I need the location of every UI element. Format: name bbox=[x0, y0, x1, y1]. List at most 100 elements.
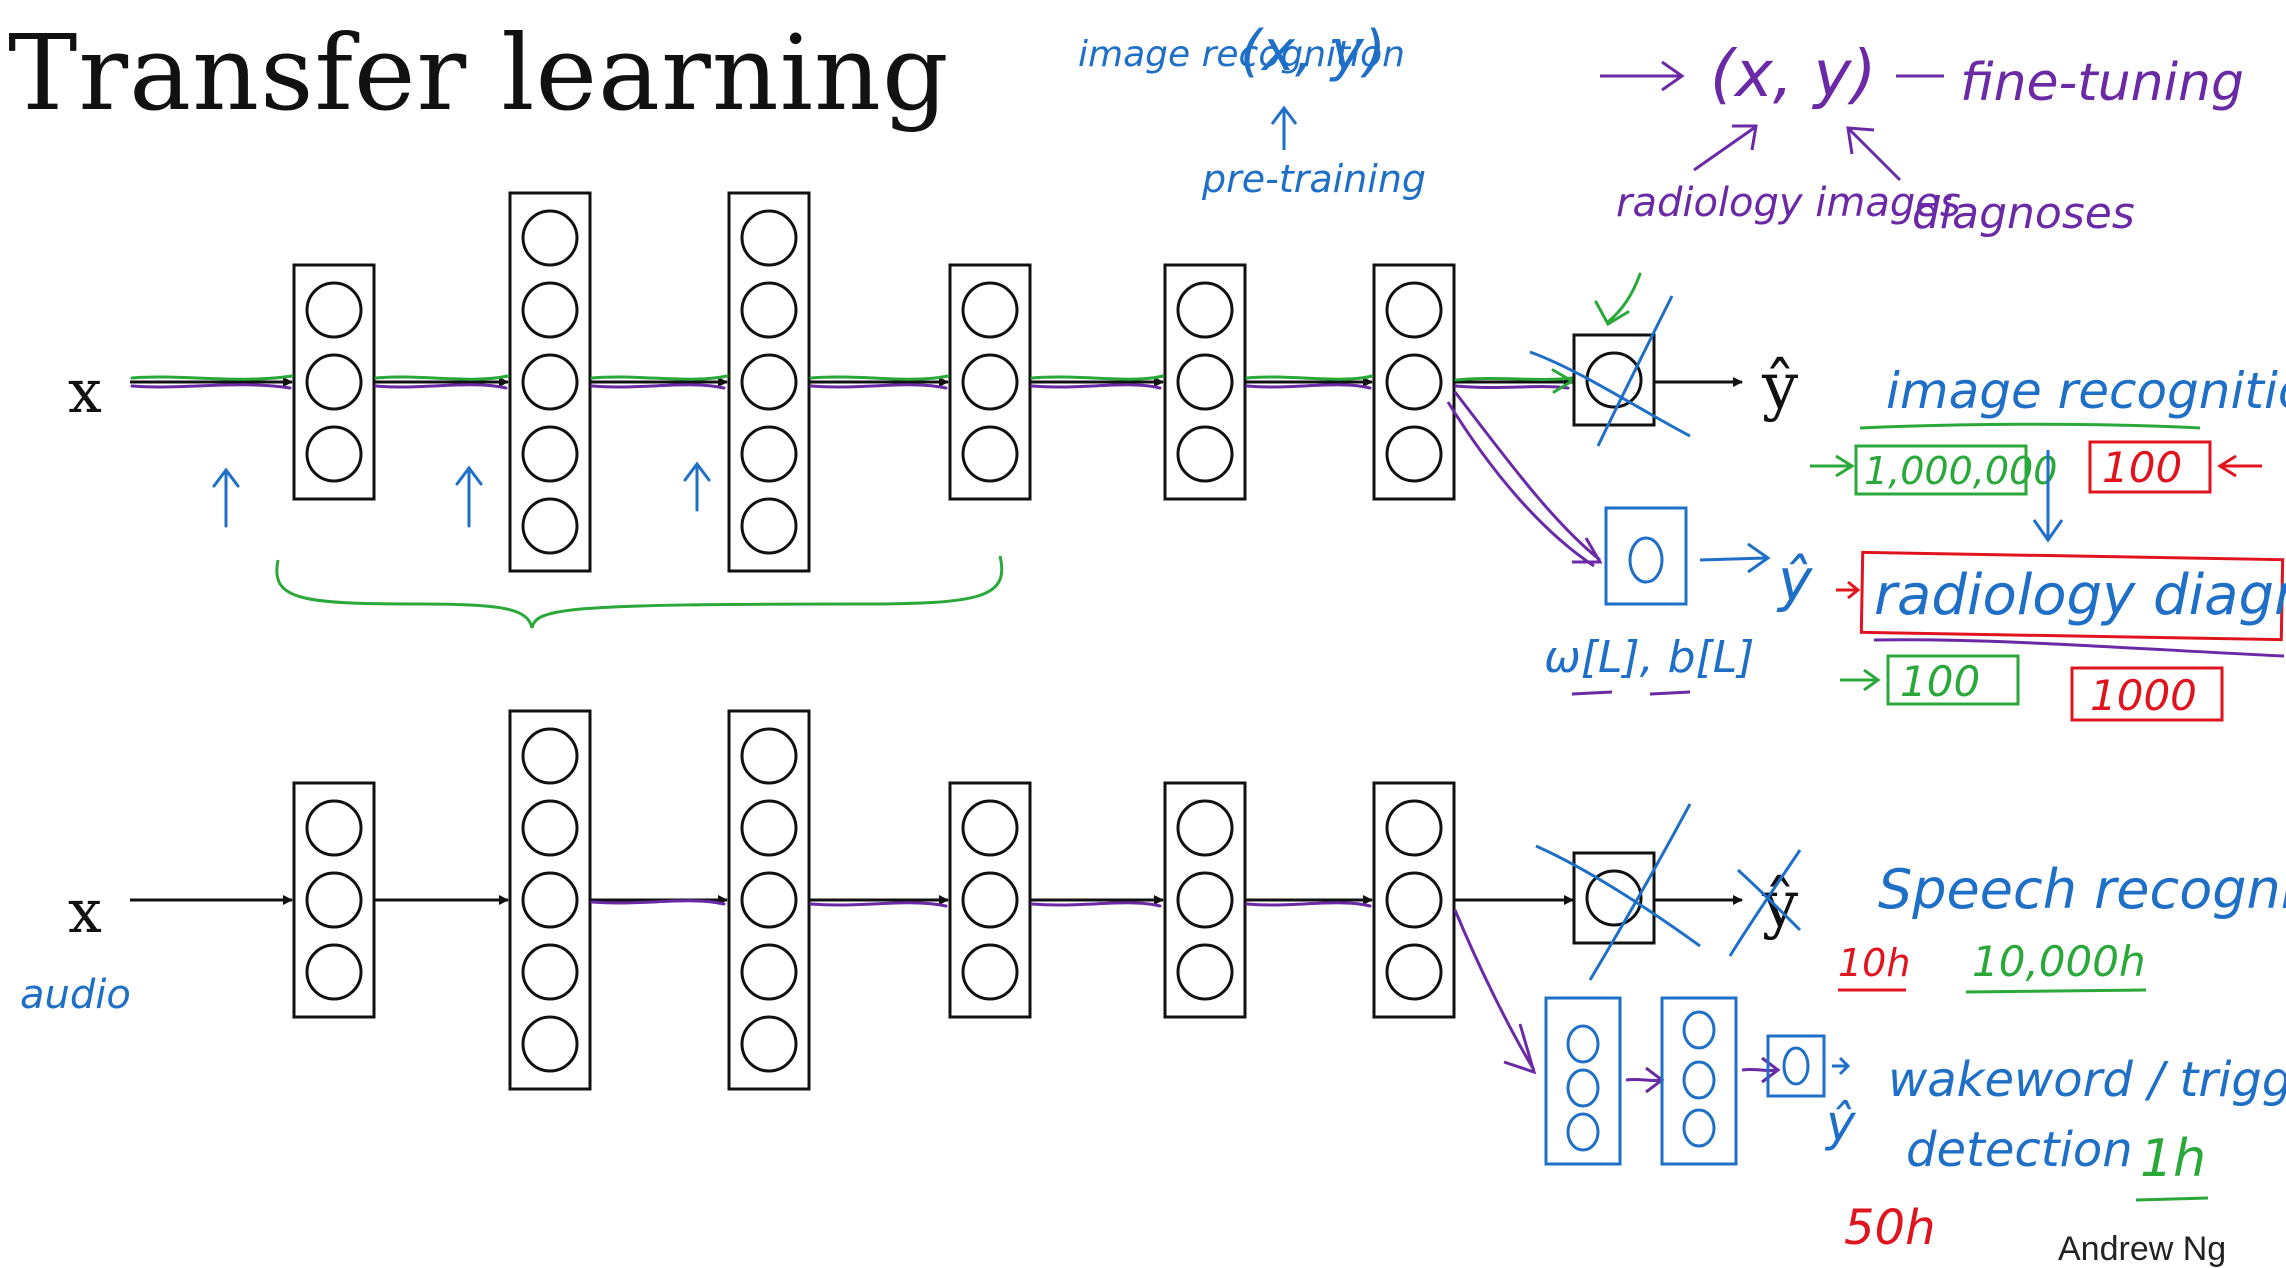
note-xy-finetune: (x, y) bbox=[1710, 38, 1876, 112]
image-recognition-underline bbox=[1859, 422, 2201, 430]
wakeword-hours-underline bbox=[2135, 1196, 2209, 1202]
note-speech-hours-small: 10h bbox=[1838, 941, 1910, 985]
note-radiology-count: 100 bbox=[1900, 657, 1980, 706]
radiology-count-arrow bbox=[1840, 668, 1881, 692]
neuron bbox=[1385, 281, 1443, 339]
neuron bbox=[1176, 281, 1234, 339]
image-count-small-box bbox=[2088, 440, 2212, 494]
neuron bbox=[305, 353, 363, 411]
neuron bbox=[1385, 353, 1443, 411]
note-diagnoses: diagnoses bbox=[1912, 188, 2135, 239]
neuron bbox=[305, 799, 363, 857]
bottom-output-cross bbox=[1728, 849, 1802, 957]
image-count-arrow bbox=[1810, 454, 1855, 478]
neuron bbox=[521, 799, 579, 857]
speech-hours-underline bbox=[1965, 988, 2147, 994]
neuron bbox=[521, 1015, 579, 1073]
top-output-yhat: ŷ bbox=[1761, 350, 1798, 424]
note-wakeword-hours: 1h bbox=[2140, 1129, 2206, 1189]
neuron bbox=[740, 799, 798, 857]
top-new-output-layer bbox=[1446, 391, 1771, 606]
image-count-box bbox=[1854, 444, 2028, 496]
neuron bbox=[1176, 799, 1234, 857]
bottom-new-output-yhat: ŷ bbox=[1824, 1094, 1857, 1152]
neuron bbox=[1176, 425, 1234, 483]
top-layers bbox=[292, 191, 1456, 573]
neuron bbox=[521, 209, 579, 267]
top-trace-strokes bbox=[130, 368, 1575, 394]
neuron bbox=[1385, 799, 1443, 857]
neuron bbox=[305, 943, 363, 1001]
bottom-input-x: x bbox=[68, 877, 102, 947]
bottom-trace-strokes bbox=[590, 899, 1372, 908]
pretrain-up-arrow bbox=[1270, 105, 1298, 150]
neuron bbox=[305, 871, 363, 929]
top-old-output-node bbox=[1529, 295, 1691, 447]
note-pre-training: pre-training bbox=[1201, 157, 1426, 201]
note-xy-pretrain: (x, y) bbox=[1240, 19, 1386, 84]
neuron bbox=[740, 497, 798, 555]
neuron bbox=[1385, 425, 1443, 483]
neuron bbox=[521, 497, 579, 555]
note-radiology-images: radiology images bbox=[1616, 180, 1961, 226]
neuron bbox=[1176, 943, 1234, 1001]
note-speech-recognition: Speech recognition bbox=[1878, 858, 2286, 921]
new-params-label: ω[L], b[L] bbox=[1544, 632, 1754, 683]
note-image-count-small: 100 bbox=[2102, 443, 2182, 492]
neuron bbox=[1385, 871, 1443, 929]
audio-note: audio bbox=[20, 972, 131, 1018]
radiology-to-xy-arrow bbox=[1693, 124, 1758, 172]
top-input-x: x bbox=[68, 357, 102, 427]
neuron bbox=[521, 943, 579, 1001]
note-image-count: 1,000,000 bbox=[1864, 449, 2057, 493]
radiology-box-arrow bbox=[1836, 580, 1861, 600]
neuron bbox=[521, 425, 579, 483]
radiology-diagnosis-box bbox=[1859, 550, 2285, 642]
diagnoses-to-xy-arrow bbox=[1846, 126, 1902, 182]
top-new-output-yhat: ŷ bbox=[1776, 546, 1813, 614]
neuron bbox=[521, 353, 579, 411]
note-detection: detection bbox=[1906, 1122, 2133, 1178]
frozen-layer-arrows bbox=[212, 461, 711, 528]
neuron bbox=[961, 353, 1019, 411]
note-radiology-diagnosis: radiology diagnosis bbox=[1874, 563, 2286, 628]
slide-title: Transfer learning bbox=[8, 12, 950, 134]
bottom-network: x audio ŷ bbox=[20, 709, 1857, 1166]
note-wakeword-hours-large: 50h bbox=[1844, 1200, 1936, 1254]
note-wakeword: wakeword / triggerword bbox=[1888, 1052, 2286, 1108]
pretrained-layers-brace bbox=[275, 555, 1004, 629]
note-speech-hours: 10,000h bbox=[1972, 937, 2146, 986]
image-count-small-arrow bbox=[2217, 454, 2262, 478]
neuron bbox=[961, 799, 1019, 857]
bottom-old-output-node bbox=[1535, 803, 1701, 981]
neuron bbox=[305, 425, 363, 483]
neuron bbox=[740, 727, 798, 785]
new-params-underline bbox=[1571, 690, 1691, 696]
neuron bbox=[961, 281, 1019, 339]
note-fine-tuning: fine-tuning bbox=[1960, 53, 2244, 113]
radiology-divider bbox=[1873, 638, 2285, 658]
neuron bbox=[961, 943, 1019, 1001]
radiology-count-box bbox=[1886, 654, 2020, 706]
author-credit: Andrew Ng bbox=[2058, 1230, 2227, 1268]
neuron bbox=[740, 871, 798, 929]
neuron bbox=[1176, 353, 1234, 411]
radiology-images-arrow bbox=[1594, 272, 1642, 327]
note-radiology-count-large: 1000 bbox=[2090, 671, 2197, 720]
neuron bbox=[961, 871, 1019, 929]
bottom-new-layers bbox=[1453, 909, 1851, 1166]
image-to-radiology-arrow bbox=[2032, 450, 2064, 543]
neuron bbox=[740, 281, 798, 339]
neuron bbox=[1176, 871, 1234, 929]
neuron bbox=[961, 425, 1019, 483]
radiology-count-large-box bbox=[2070, 666, 2224, 722]
top-network: x bbox=[68, 191, 1813, 696]
neuron bbox=[740, 425, 798, 483]
finetune-arrow bbox=[1600, 60, 1685, 92]
neuron bbox=[521, 281, 579, 339]
neuron bbox=[740, 943, 798, 1001]
neuron bbox=[305, 281, 363, 339]
neuron bbox=[740, 1015, 798, 1073]
neuron bbox=[521, 727, 579, 785]
